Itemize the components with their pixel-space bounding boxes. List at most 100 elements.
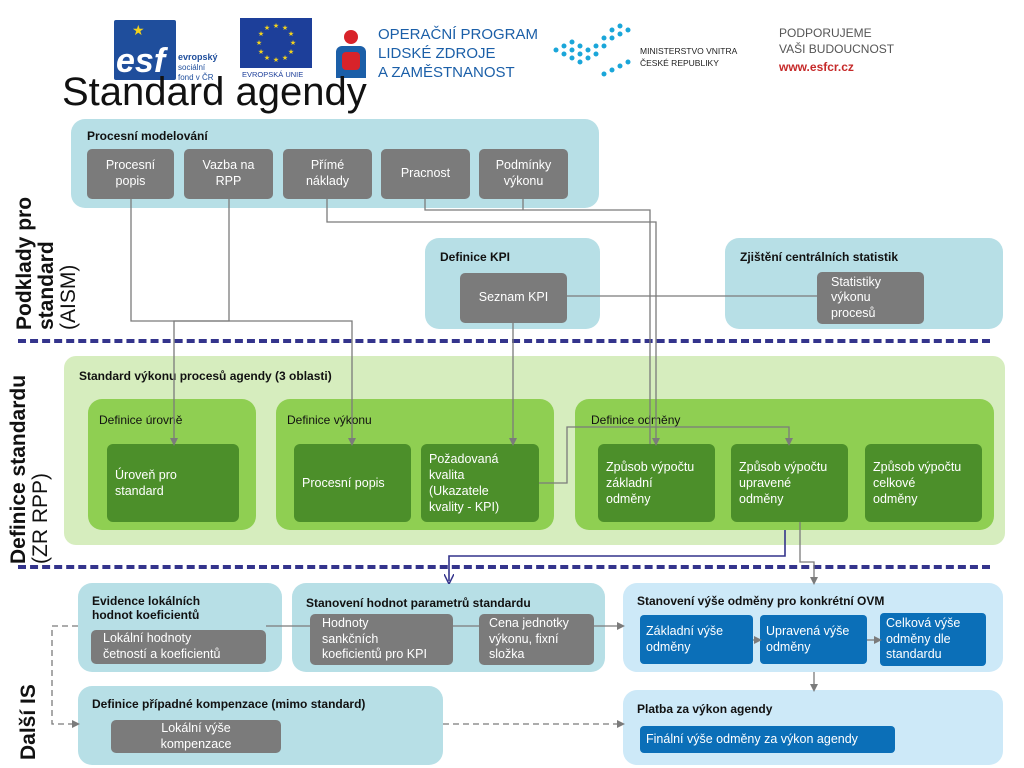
svg-text:★: ★ — [290, 39, 296, 47]
esf-logo: ★ esf evropský sociální fond v ČR — [114, 20, 222, 82]
side-label-dalsi: Další IS — [17, 684, 40, 760]
definice-vykonu-title: Definice výkonu — [287, 413, 372, 427]
side-label-definice-1: Definice standardu — [7, 374, 30, 564]
esf-logo-mark — [114, 20, 176, 80]
side-label-podklady: Podklady pro standard (AISM) — [13, 196, 81, 330]
procesni-modelovani-title: Procesní modelování — [87, 129, 208, 143]
zakladni-line-2: základní — [606, 475, 653, 490]
svg-text:★: ★ — [288, 48, 294, 56]
evidence-title-2: hodnot koeficientů — [92, 608, 200, 622]
sankcni-line-1: Hodnoty — [322, 616, 369, 631]
svg-text:★: ★ — [258, 48, 264, 56]
eu-logo-text: EVROPSKÁ UNIE — [242, 70, 304, 79]
svg-text:★: ★ — [273, 22, 279, 30]
upravene-line-2: upravené — [739, 475, 792, 490]
upravene-line-1: Způsob výpočtu — [739, 459, 828, 474]
pm-item-1-line-1: Procesní — [105, 158, 156, 173]
pm-item-2-line-1: Vazba na — [202, 158, 255, 173]
side-label-podklady-1: Podklady pro — [13, 196, 36, 330]
eu-stars-icon: ★★★★ ★★★★ ★★★★ — [256, 22, 296, 64]
zakladni-vyse-line-1: Základní výše — [646, 623, 724, 638]
upravene-line-3: odměny — [739, 492, 784, 507]
lokalni-hodnoty-line-1: Lokální hodnoty — [103, 631, 192, 646]
celkova-vyse-line-3: standardu — [886, 647, 942, 662]
svg-text:★: ★ — [264, 54, 270, 62]
celkova-vyse-line-2: odměny dle — [886, 631, 951, 646]
celkove-line-3: odměny — [873, 492, 918, 507]
pm-item-5-line-2: výkonu — [503, 174, 544, 188]
kompenzace-line-1: Lokální výše — [161, 720, 231, 735]
page-title: Standard agendy — [62, 70, 367, 114]
statistiky-line-2: výkonu — [831, 290, 871, 305]
seznam-kpi-box[interactable]: Seznam KPI — [460, 273, 567, 323]
esf-logo-text-3: fond v ČR — [178, 73, 214, 82]
statistiky-line-3: procesů — [831, 305, 876, 320]
sankcni-line-2: sankčních — [322, 631, 379, 646]
mv-dots-icon — [553, 23, 631, 77]
pm-item-pracnost[interactable]: Pracnost — [381, 149, 470, 199]
platba-title: Platba za výkon agendy — [637, 702, 773, 716]
esf-logo-star-icon: ★ — [132, 22, 145, 38]
eu-logo: ★★★★ ★★★★ ★★★★ EVROPSKÁ UNIE — [240, 18, 312, 80]
finalni-vyse-box[interactable]: Finální výše odměny za výkon agendy — [640, 726, 895, 753]
procesni-popis-box[interactable]: Procesní popis — [294, 444, 411, 522]
kompenzace-title: Definice případné kompenzace (mimo stand… — [92, 697, 366, 711]
esf-logo-text-2: sociální — [178, 63, 206, 72]
side-label-definice-2: (ZR RPP) — [29, 473, 53, 564]
evidence-title: Evidence lokálních hodnot koeficientů — [92, 594, 200, 622]
pm-item-2-line-2: RPP — [215, 174, 242, 188]
support-text-2: VAŠI BUDOUCNOST — [779, 42, 895, 56]
cena-line-2: výkonu, fixní — [489, 631, 559, 646]
stanoveni-vyse-title: Stanovení výše odměny pro konkrétní OVM — [637, 594, 885, 608]
pm-item-3-line-2: náklady — [305, 174, 350, 188]
op-person-icon — [336, 30, 366, 78]
procesni-popis-line-1: Procesní popis — [302, 475, 385, 490]
definice-kpi-title: Definice KPI — [440, 250, 511, 264]
esf-logo-text-1: evropský — [178, 52, 218, 62]
side-label-podklady-3: (AISM) — [57, 264, 81, 330]
op-text-1: OPERAČNÍ PROGRAM — [378, 26, 539, 43]
op-logo: OPERAČNÍ PROGRAM LIDSKÉ ZDROJE A ZAMĚSTN… — [330, 22, 540, 84]
svg-text:★: ★ — [273, 56, 279, 64]
cena-line-3: složka — [489, 647, 525, 662]
stanoveni-hodnot-title: Stanovení hodnot parametrů standardu — [306, 596, 531, 610]
kvalita-line-2: kvalita — [429, 467, 465, 482]
zakladni-line-3: odměny — [606, 492, 651, 507]
side-label-podklady-2-bold: standard — [35, 241, 59, 330]
upravena-vyse-line-2: odměny — [766, 639, 811, 654]
standard-vykonu-title: Standard výkonu procesů agendy (3 oblast… — [79, 369, 332, 383]
upravena-vyse-line-1: Upravená výše — [766, 623, 850, 638]
pm-item-3-line-1: Přímé — [310, 158, 345, 173]
kvalita-line-1: Požadovaná — [429, 451, 499, 466]
kvalita-line-3: (Ukazatele — [429, 484, 489, 498]
side-label-podklady-2: standard — [35, 197, 59, 330]
svg-text:★: ★ — [282, 54, 288, 62]
esfcr-logo: PODPORUJEME VAŠI BUDOUCNOST www.esfcr.cz — [775, 20, 915, 82]
zjisteni-title: Zjištění centrálních statistik — [740, 250, 899, 264]
definice-urovne-title: Definice úrovně — [99, 413, 183, 427]
support-text-1: PODPORUJEME — [779, 26, 872, 40]
side-label-definice: Definice standardu (ZR RPP) — [7, 374, 53, 564]
evidence-title-1: Evidence lokálních — [92, 594, 201, 608]
connector-dashed-left — [51, 625, 80, 728]
pm-item-4-line-1: Pracnost — [400, 166, 451, 181]
cena-line-1: Cena jednotky — [489, 616, 569, 631]
side-label-dalsi-1: Další IS — [17, 684, 40, 760]
